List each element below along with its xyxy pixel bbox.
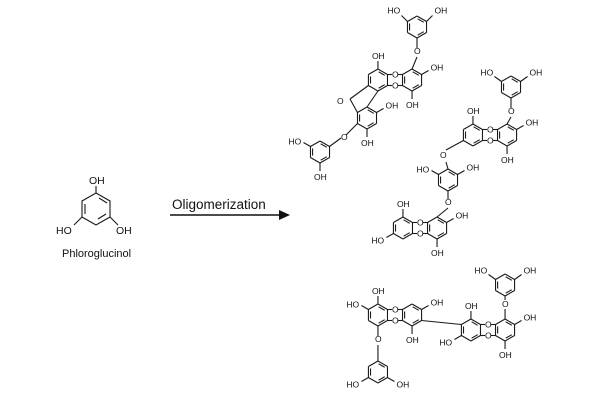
hydroxyl-label: OH <box>530 68 543 78</box>
hydroxyl-label: OH <box>372 51 385 61</box>
ring-oxygen-label: O <box>337 96 344 106</box>
ring-oxygen-label: O <box>392 316 399 326</box>
hydroxyl-label: HO <box>475 266 488 276</box>
hydroxyl-label: HO <box>416 165 429 175</box>
hydroxyl-label: OH <box>431 248 444 258</box>
hydroxyl-label: OH <box>501 155 514 165</box>
hydroxyl-label: OH <box>406 100 419 110</box>
ring-oxygen-label: O <box>414 46 421 56</box>
hydroxyl-label: HO <box>346 300 359 310</box>
hydroxyl-label: OH <box>524 266 537 276</box>
hydroxyl-label: HO <box>288 137 301 147</box>
reactant-oh-top: OH <box>89 175 105 187</box>
ring-oxygen-label: O <box>502 299 509 309</box>
hydroxyl-label: HO <box>387 6 400 16</box>
ring-oxygen-label: O <box>445 197 452 207</box>
hydroxyl-label: OH <box>435 6 448 16</box>
hydroxyl-label: OH <box>386 101 399 111</box>
ring-oxygen-label: O <box>341 132 348 142</box>
hydroxyl-label: OH <box>372 286 385 296</box>
hydroxyl-label: OH <box>456 211 469 221</box>
hydroxyl-label: OH <box>397 199 410 209</box>
hydroxyl-label: OH <box>524 313 537 323</box>
ring-oxygen-label: O <box>392 70 399 80</box>
ring-oxygen-label: O <box>417 229 424 239</box>
reaction-arrow <box>170 210 290 220</box>
ring-oxygen-label: O <box>487 136 494 146</box>
hydroxyl-label: OH <box>431 298 444 308</box>
ring-oxygen-label: O <box>485 331 492 341</box>
ring-oxygen-label: O <box>487 125 494 135</box>
hydroxyl-label: OH <box>467 106 480 116</box>
hydroxyl-label: OH <box>431 63 444 73</box>
ring-oxygen-label: O <box>508 106 515 116</box>
ring-oxygen-label: O <box>392 81 399 91</box>
ring-oxygen-label: O <box>392 305 399 315</box>
ring-oxygen-label: O <box>440 150 447 160</box>
hydroxyl-label: HO <box>346 380 359 390</box>
hydroxyl-label: OH <box>361 138 374 148</box>
ring-oxygen-label: O <box>375 334 382 344</box>
reactant-name: Phloroglucinol <box>62 248 131 260</box>
hydroxyl-label: OH <box>465 301 478 311</box>
hydroxyl-label: OH <box>526 118 539 128</box>
reactant-oh-right: OH <box>116 225 132 237</box>
reaction-arrow-label: Oligomerization <box>172 197 266 212</box>
hydroxyl-label: HO <box>480 68 493 78</box>
phloroglucinol-structure: OH HO OH <box>56 175 132 237</box>
ring-oxygen-label: O <box>417 218 424 228</box>
hydroxyl-label: HO <box>371 236 384 246</box>
hydroxyl-label: OH <box>396 380 409 390</box>
hydroxyl-label: OH <box>467 163 480 173</box>
hydroxyl-label: OH <box>314 172 327 182</box>
hydroxyl-label: HO <box>439 338 452 348</box>
hydroxyl-label: OH <box>499 350 512 360</box>
hydroxyl-label: OH <box>406 335 419 345</box>
ring-oxygen-label: O <box>485 320 492 330</box>
reactant-ho-left: HO <box>56 225 72 237</box>
